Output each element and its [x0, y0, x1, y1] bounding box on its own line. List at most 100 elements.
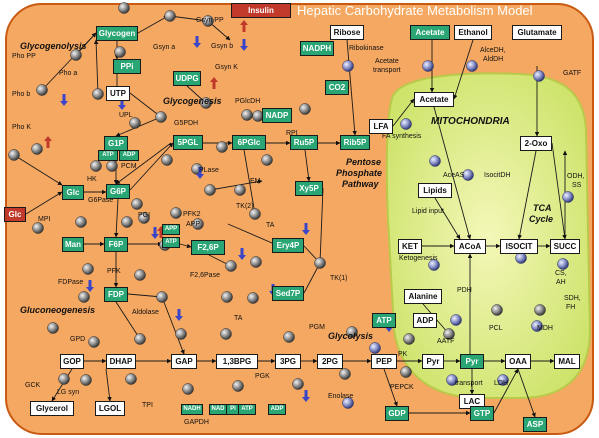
transport-node-icon[interactable]	[466, 60, 478, 72]
enzyme-node-icon[interactable]	[292, 378, 304, 390]
enzyme-node-icon[interactable]	[78, 291, 90, 303]
transport-node-icon[interactable]	[342, 60, 354, 72]
metabolite-adp_hk[interactable]: ADP	[119, 150, 139, 161]
enzyme-node-icon[interactable]	[80, 374, 92, 386]
enzyme-node-icon[interactable]	[339, 368, 351, 380]
enzyme-node-icon[interactable]	[155, 111, 167, 123]
metabolite-g6p5[interactable]: 5PGL	[173, 135, 203, 150]
enzyme-node-icon[interactable]	[138, 212, 150, 224]
metabolite-man[interactable]: Man	[62, 237, 84, 252]
metabolite-oxo2[interactable]: 2-Oxo	[520, 136, 552, 151]
metabolite-nad_gapdh[interactable]: NAD	[209, 404, 227, 415]
enzyme-node-icon[interactable]	[346, 326, 358, 338]
metabolite-glc_blood[interactable]: Glc	[4, 207, 26, 222]
transport-node-icon[interactable]	[450, 314, 462, 326]
enzyme-node-icon[interactable]	[283, 331, 295, 343]
enzyme-node-icon[interactable]	[134, 333, 146, 345]
metabolite-gdp[interactable]: GDP	[385, 406, 409, 421]
enzyme-node-icon[interactable]	[129, 117, 141, 129]
metabolite-gop[interactable]: GOP	[60, 354, 84, 369]
metabolite-ket[interactable]: KET	[398, 239, 422, 254]
enzyme-node-icon[interactable]	[134, 269, 146, 281]
enzyme-node-icon[interactable]	[247, 292, 259, 304]
transport-node-icon[interactable]	[515, 252, 527, 264]
metabolite-gap[interactable]: GAP	[171, 354, 197, 369]
enzyme-node-icon[interactable]	[70, 49, 82, 61]
enzyme-node-icon[interactable]	[200, 97, 212, 109]
metabolite-mal[interactable]: MAL	[554, 354, 580, 369]
transport-node-icon[interactable]	[428, 259, 440, 271]
metabolite-ethanol[interactable]: Ethanol	[454, 25, 492, 40]
metabolite-acetate_ext[interactable]: Acetate	[410, 25, 450, 40]
enzyme-node-icon[interactable]	[202, 15, 214, 27]
metabolite-succ[interactable]: SUCC	[550, 239, 580, 254]
enzyme-node-icon[interactable]	[299, 103, 311, 115]
metabolite-nadh_gapdh[interactable]: NADH	[181, 404, 203, 415]
metabolite-acoa[interactable]: ACoA	[454, 239, 486, 254]
metabolite-f6p[interactable]: F6P	[104, 237, 128, 252]
metabolite-f26p[interactable]: F2,6P	[191, 240, 225, 255]
metabolite-ribose[interactable]: Ribose	[330, 25, 364, 40]
metabolite-pyr_cyto[interactable]: Pyr	[422, 354, 444, 369]
enzyme-node-icon[interactable]	[241, 109, 253, 121]
enzyme-node-icon[interactable]	[170, 207, 182, 219]
transport-node-icon[interactable]	[531, 320, 543, 332]
metabolite-alanine[interactable]: Alanine	[404, 289, 442, 304]
transport-node-icon[interactable]	[446, 374, 458, 386]
enzyme-node-icon[interactable]	[164, 10, 176, 22]
enzyme-node-icon[interactable]	[8, 149, 20, 161]
metabolite-atp_hk[interactable]: ATP	[98, 150, 118, 161]
metabolite-isocit[interactable]: ISOCIT	[500, 239, 538, 254]
metabolite-ppi[interactable]: PPi	[113, 59, 141, 74]
metabolite-atp_pgk[interactable]: ATP	[238, 404, 256, 415]
enzyme-node-icon[interactable]	[161, 154, 173, 166]
metabolite-lfa[interactable]: LFA	[369, 119, 393, 134]
metabolite-glutamate[interactable]: Glutamate	[512, 25, 562, 40]
enzyme-node-icon[interactable]	[88, 336, 100, 348]
metabolite-pgl6[interactable]: 6PGlc	[232, 135, 266, 150]
metabolite-insulin[interactable]: Insulin	[231, 3, 291, 18]
enzyme-node-icon[interactable]	[106, 160, 118, 172]
enzyme-node-icon[interactable]	[182, 383, 194, 395]
enzyme-node-icon[interactable]	[75, 216, 87, 228]
metabolite-acetate_mito[interactable]: Acetate	[414, 92, 454, 107]
metabolite-xy5p[interactable]: Xy5P	[295, 181, 323, 196]
enzyme-node-icon[interactable]	[125, 373, 137, 385]
enzyme-node-icon[interactable]	[32, 222, 44, 234]
enzyme-node-icon[interactable]	[314, 257, 326, 269]
metabolite-bpg13[interactable]: 1,3BPG	[216, 354, 258, 369]
enzyme-node-icon[interactable]	[234, 184, 246, 196]
enzyme-node-icon[interactable]	[175, 328, 187, 340]
enzyme-node-icon[interactable]	[192, 218, 204, 230]
enzyme-node-icon[interactable]	[403, 333, 415, 345]
enzyme-node-icon[interactable]	[491, 304, 503, 316]
enzyme-node-icon[interactable]	[114, 46, 126, 58]
metabolite-udpg[interactable]: UDPG	[173, 71, 201, 86]
metabolite-glycogen[interactable]: Glycogen	[96, 26, 138, 41]
transport-node-icon[interactable]	[422, 60, 434, 72]
enzyme-node-icon[interactable]	[232, 380, 244, 392]
transport-node-icon[interactable]	[429, 155, 441, 167]
metabolite-sed7p[interactable]: Sed7P	[272, 286, 304, 301]
enzyme-node-icon[interactable]	[47, 322, 59, 334]
metabolite-rib5p[interactable]: Rib5P	[340, 135, 370, 150]
enzyme-node-icon[interactable]	[90, 160, 102, 172]
transport-node-icon[interactable]	[533, 70, 545, 82]
enzyme-node-icon[interactable]	[250, 256, 262, 268]
transport-node-icon[interactable]	[462, 169, 474, 181]
enzyme-node-icon[interactable]	[118, 2, 130, 14]
transport-node-icon[interactable]	[557, 258, 569, 270]
metabolite-asp[interactable]: ASP	[523, 417, 547, 432]
metabolite-glc[interactable]: Glc	[62, 185, 84, 200]
metabolite-adp_pgk[interactable]: ADP	[268, 404, 286, 415]
transport-node-icon[interactable]	[400, 118, 412, 130]
enzyme-node-icon[interactable]	[221, 291, 233, 303]
transport-node-icon[interactable]	[342, 397, 354, 409]
metabolite-ery4p[interactable]: Ery4P	[272, 238, 304, 253]
enzyme-node-icon[interactable]	[92, 88, 104, 100]
metabolite-adp_gly[interactable]: ADP	[413, 313, 437, 328]
enzyme-node-icon[interactable]	[31, 143, 43, 155]
metabolite-co2[interactable]: CO2	[325, 80, 349, 95]
metabolite-oaa[interactable]: OAA	[505, 354, 531, 369]
metabolite-lipids[interactable]: Lipids	[418, 183, 452, 198]
